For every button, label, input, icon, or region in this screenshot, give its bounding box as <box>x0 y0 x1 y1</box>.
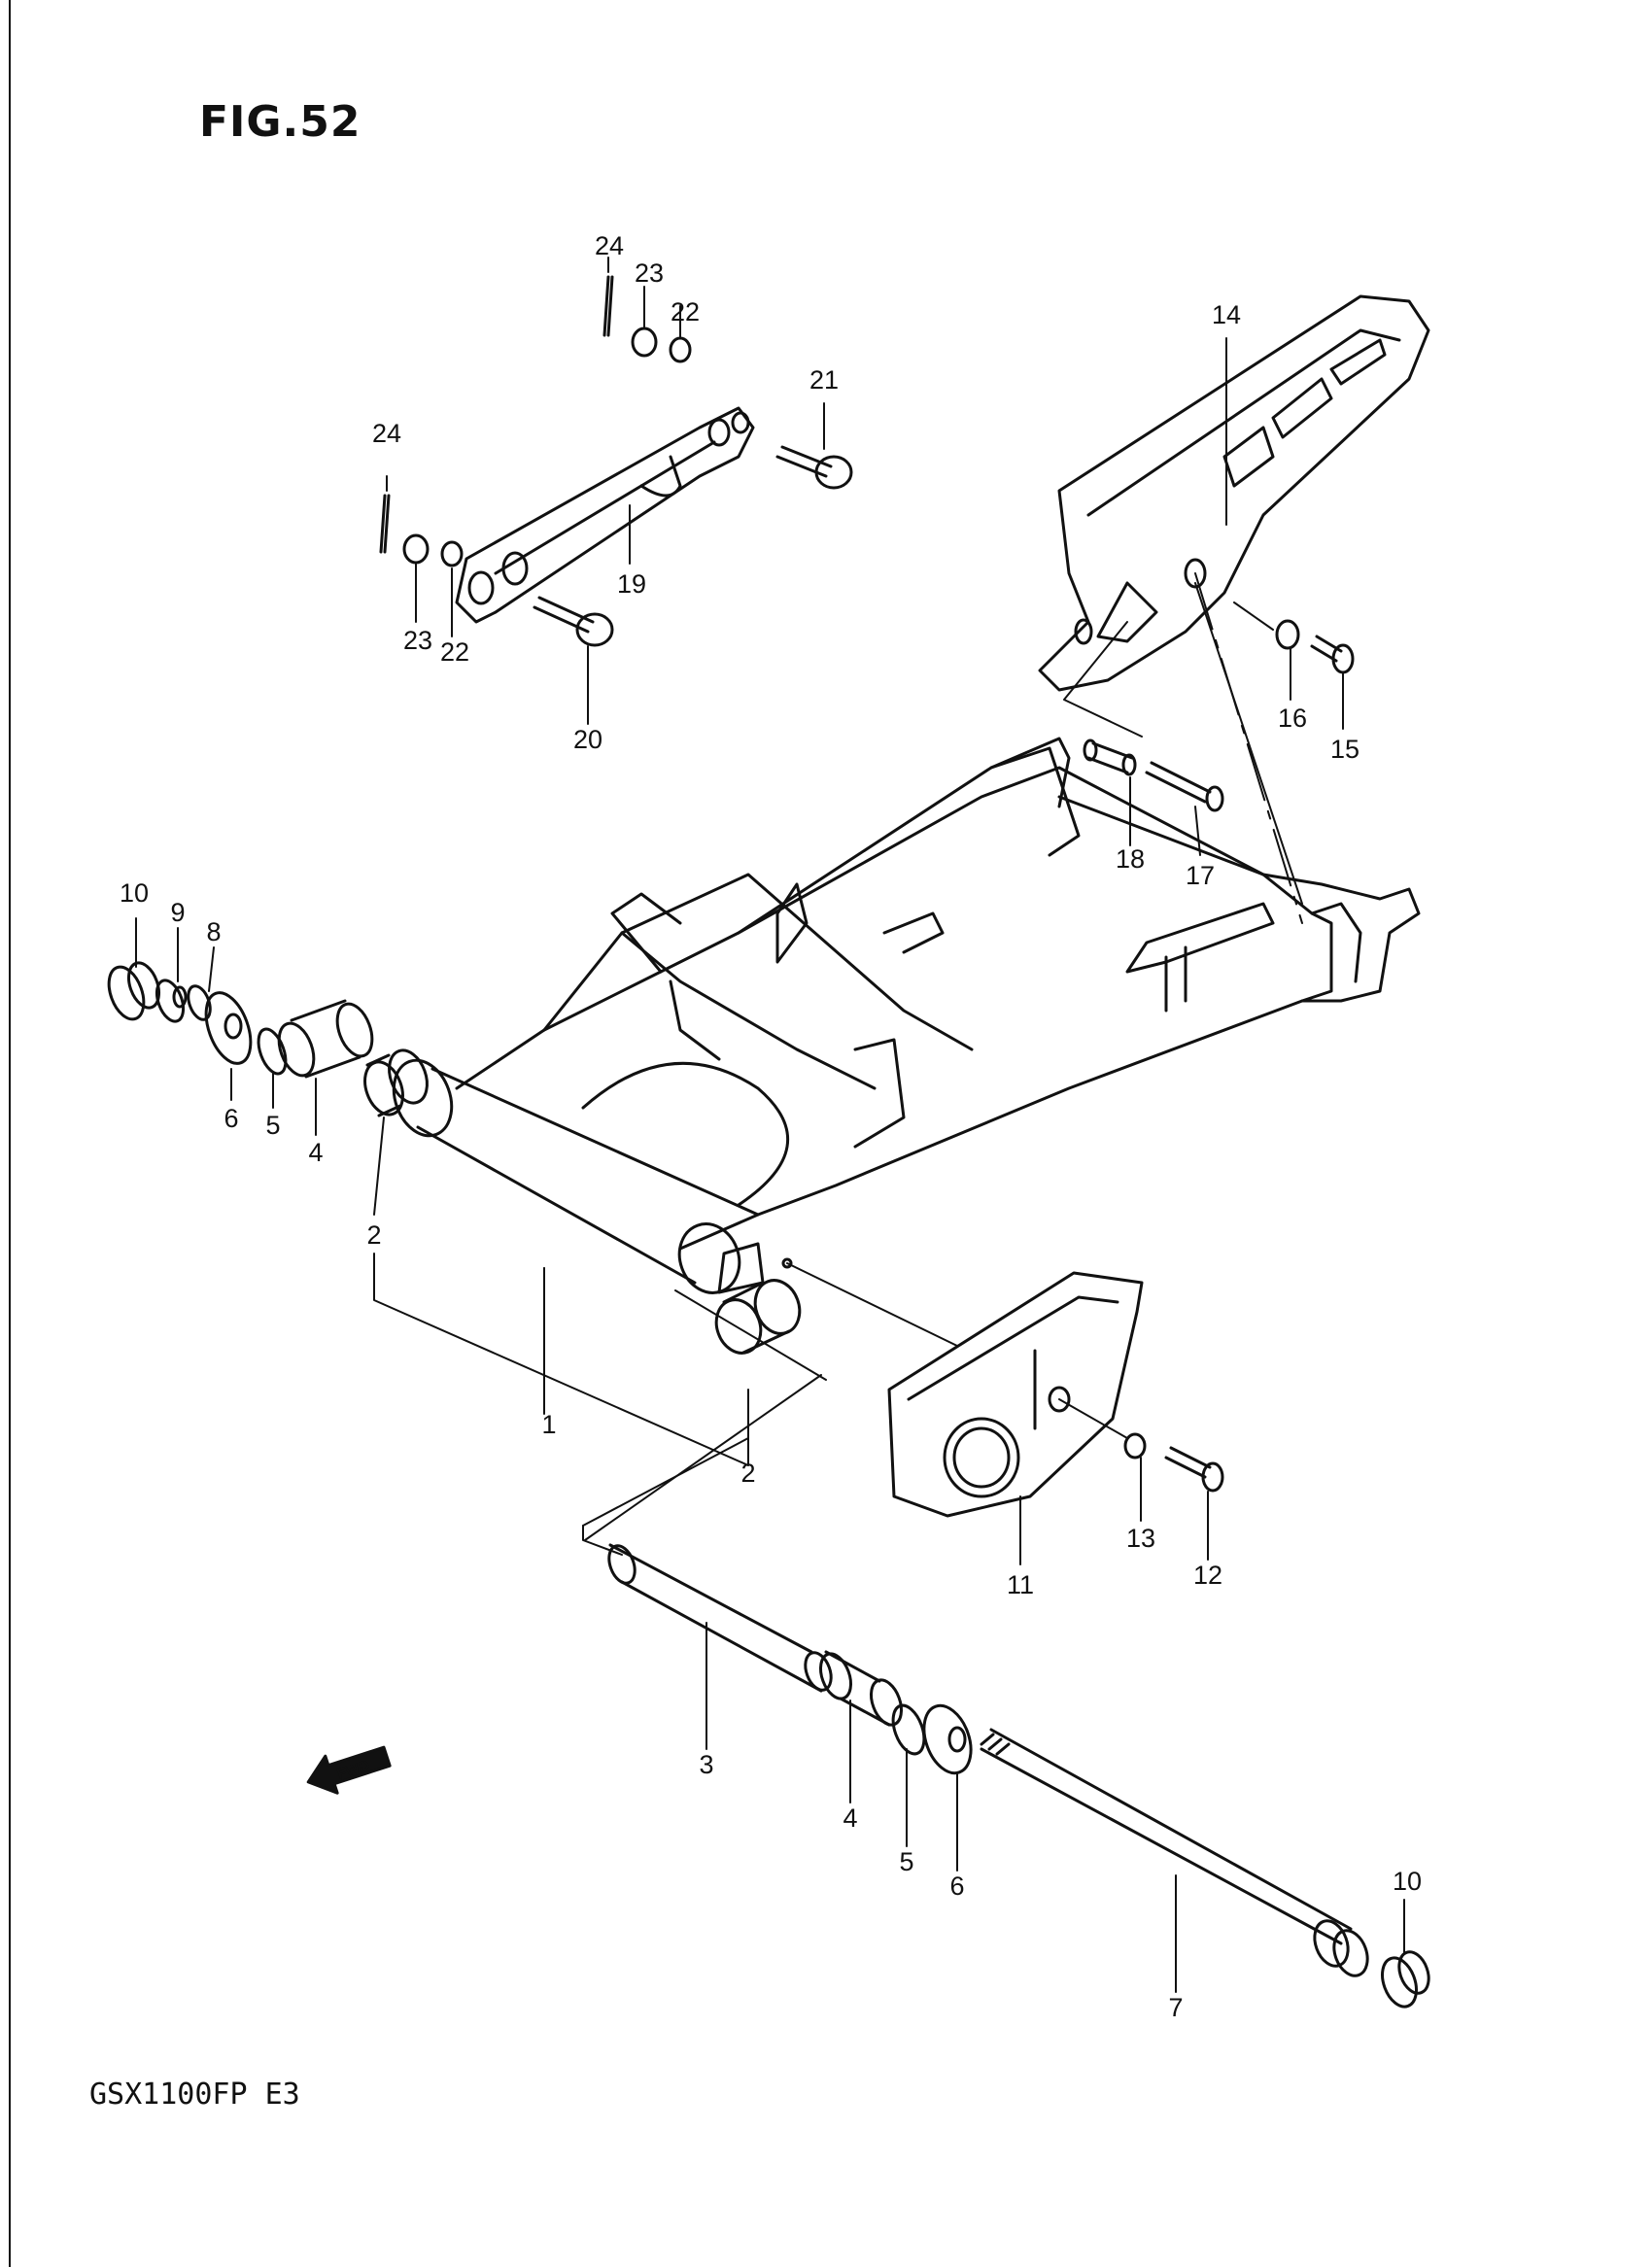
callout-label: 14 <box>1212 300 1241 329</box>
callout-label: 23 <box>635 258 664 288</box>
callout-label: 24 <box>372 419 401 448</box>
cushion-rod-19 <box>455 406 755 624</box>
callout-label: 3 <box>699 1750 713 1779</box>
washer-13 <box>1123 1432 1147 1460</box>
callout-label: 5 <box>899 1847 913 1876</box>
callout-label: 5 <box>265 1111 280 1140</box>
callout-label: 6 <box>224 1104 238 1133</box>
callout-label: 7 <box>1168 1993 1183 2022</box>
callout-label: 13 <box>1126 1524 1155 1553</box>
callout-label: 16 <box>1278 704 1307 733</box>
washer-16 <box>1275 619 1300 650</box>
callout-label: 12 <box>1193 1561 1222 1590</box>
spacer-lower <box>818 1650 904 1727</box>
callout-label: 4 <box>308 1138 323 1167</box>
model-code: GSX1100FP E3 <box>89 2078 300 2112</box>
nut-23-upper <box>631 326 658 358</box>
pin-18 <box>1083 738 1137 776</box>
swingarm <box>392 737 1421 1294</box>
washer-upper <box>257 1027 288 1076</box>
bolt-12 <box>1164 1446 1224 1493</box>
callout-label: 23 <box>403 626 432 655</box>
washer-22-upper <box>669 336 692 363</box>
fwd-arrow-icon: FWD <box>306 1745 392 1795</box>
callout-labels: 1 2 2 3 4 4 5 5 6 6 7 8 9 10 10 11 12 13… <box>120 231 1422 2022</box>
washer-lower <box>891 1703 926 1756</box>
callout-label: 9 <box>170 898 185 927</box>
callout-label: 10 <box>120 878 149 908</box>
bearing-6-lower <box>922 1703 973 1775</box>
bearing-upper <box>363 1048 429 1117</box>
ring-8 <box>187 984 212 1021</box>
callout-label: 4 <box>843 1803 857 1833</box>
callout-label: 17 <box>1186 861 1215 890</box>
callout-label: 11 <box>1007 1570 1034 1599</box>
bearing-6-upper <box>204 991 253 1065</box>
callout-label: 15 <box>1330 735 1359 764</box>
bearing-lower <box>714 1279 802 1355</box>
callout-label: 22 <box>440 637 469 667</box>
nut-23-lower <box>402 533 430 565</box>
cotter-pin-24-lower <box>379 494 391 554</box>
callout-label: 19 <box>617 569 646 599</box>
callout-label: 8 <box>206 917 221 946</box>
callout-label: 6 <box>949 1872 964 1901</box>
pivot-tube-3 <box>607 1543 833 1693</box>
bolt-15 <box>1310 635 1355 674</box>
washer-22-lower <box>440 540 464 567</box>
callout-label: 22 <box>671 297 700 326</box>
figure-title: FIG.52 <box>199 97 361 147</box>
spacer-upper <box>277 999 374 1079</box>
leader-lines <box>135 257 1405 1993</box>
chain-guard-14 <box>1038 294 1430 692</box>
callout-label: 10 <box>1393 1867 1422 1896</box>
nut-9 <box>155 979 188 1023</box>
pivot-axle-7 <box>980 1728 1369 1977</box>
chain-case-11 <box>887 1271 1144 1518</box>
bolt-20 <box>533 596 614 647</box>
bolt-17 <box>1145 761 1224 812</box>
cotter-pin-24-upper <box>602 275 614 337</box>
bolt-21 <box>775 445 853 490</box>
callout-label: 2 <box>366 1220 381 1250</box>
callout-label: 2 <box>740 1459 755 1488</box>
callout-label: 24 <box>595 231 624 260</box>
callout-label: 21 <box>809 365 839 395</box>
callout-label: 1 <box>541 1410 556 1439</box>
cap-10-upper <box>107 961 161 1021</box>
callout-label: 18 <box>1116 844 1145 874</box>
callout-label: 20 <box>573 725 602 754</box>
cap-10-lower <box>1381 1950 1430 2009</box>
